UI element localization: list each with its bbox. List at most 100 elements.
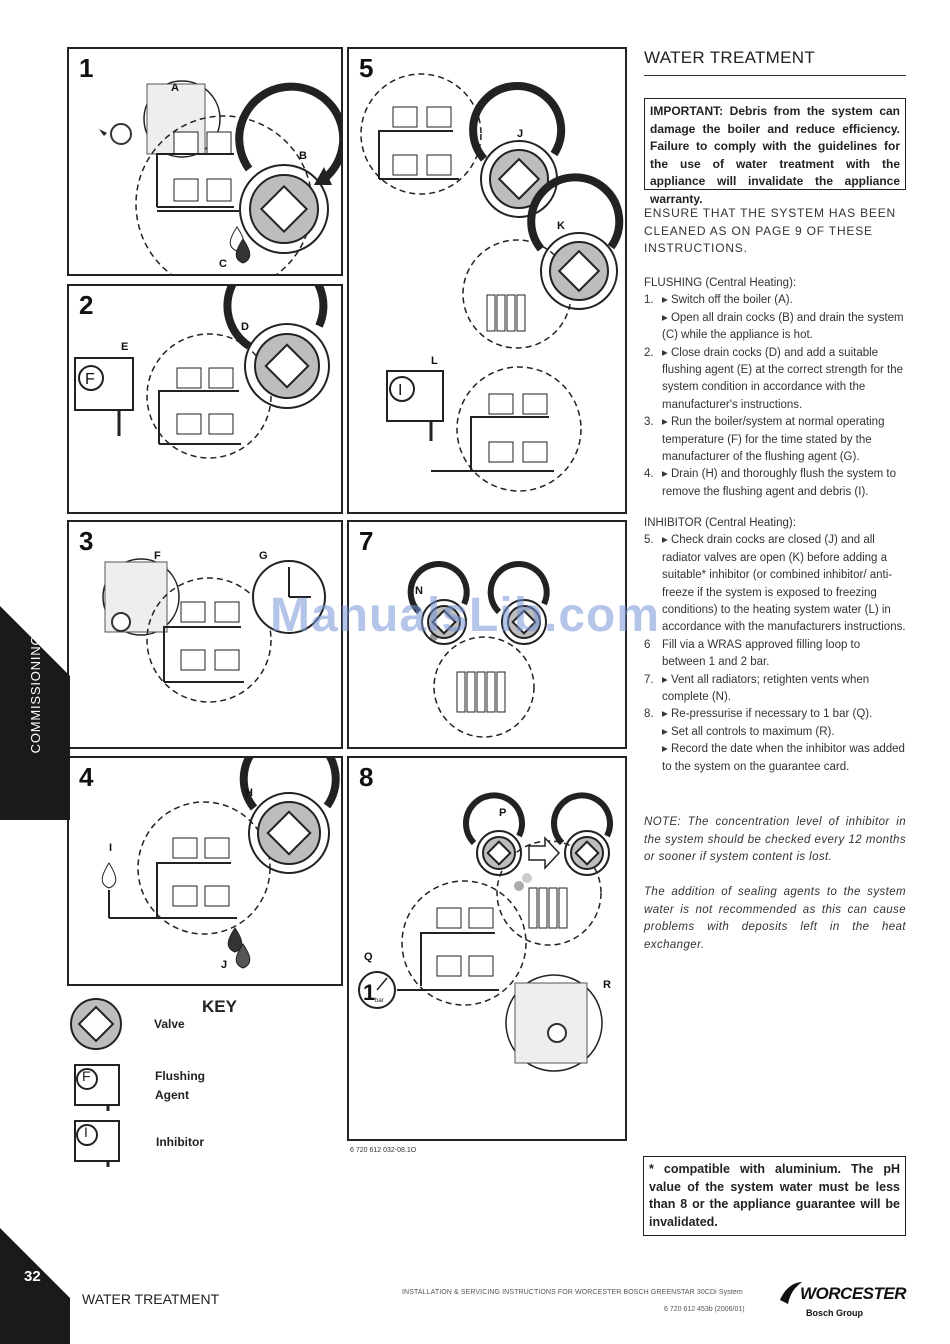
list-item: ▸ Record the date when the inhibitor was… [644,741,906,776]
sealing-agents-note: The addition of sealing agents to the sy… [644,886,906,951]
step-1-illustration: A B C [99,80,341,274]
step-7-illustration: N [407,561,550,738]
step-5-panel: 5 I J K L [347,47,627,514]
inhibitor-symbol: I [84,1124,88,1140]
label-k: K [557,220,565,232]
list-item: 1. ▸ Switch off the boiler (A). [644,292,906,309]
step-index: 5. [644,534,654,547]
step-number: 3 [79,526,94,556]
key-inhibitor-label: Inhibitor [156,1135,204,1149]
title-divider [644,75,906,76]
step-number: 5 [359,53,374,83]
flushing-steps: 1. ▸ Switch off the boiler (A). ▸ Open all… [644,292,906,501]
ensure-cleaned-note: ENSURE THAT THE SYSTEM HAS BEEN CLEANED … [644,206,896,256]
step-8-panel: 8 1 bar P Q R [347,756,627,1141]
label-n: N [415,585,423,597]
step-text: ▸ Close drain cocks (D) and add a suitab… [662,346,903,411]
key-flushing-label-line1: Flushing [155,1069,205,1083]
step-2-panel: 2 F E D [67,284,343,514]
key-title: KEY [202,997,237,1016]
list-item: 3.▸ Run the boiler/system at normal oper… [644,414,906,466]
step-3-illustration: F G [102,550,326,703]
step-7-panel: 7 N [347,520,627,749]
bosch-group-label: Bosch Group [806,1308,864,1318]
footer-instructions: INSTALLATION & SERVICING INSTRUCTIONS FO… [402,1289,743,1296]
label-q: Q [364,951,373,963]
page-number-tab [0,1228,70,1344]
flushing-agent-icon [74,1064,120,1111]
footer-document-code: 6 720 612 453b (2006/01) [664,1306,745,1313]
step-3-panel: 3 F G [67,520,343,749]
step-1-panel: 1 A B C [67,47,343,276]
flushing-heading: FLUSHING (Central Heating): [644,277,797,289]
step-number: 7 [359,526,374,556]
step-number: 2 [79,290,94,320]
step-index [644,741,662,776]
label-p: P [499,807,506,819]
label-h: H [245,787,253,799]
list-item: ▸ Open all drain cocks (B) and drain the… [644,310,906,345]
list-item: 2. ▸ Close drain cocks (D) and add a suit… [644,345,906,415]
label-c: C [219,258,227,270]
list-item: 5. ▸ Check drain cocks are closed (J) and… [644,532,906,636]
step-text: ▸ Set all controls to maximum (R). [662,725,835,738]
step-text: ▸ Record the date when the inhibitor was… [662,743,905,773]
step-text: Fill via a WRAS approved filling loop to… [662,638,861,669]
label-b: B [299,150,307,162]
important-notice: IMPORTANT: Debris from the system can da… [644,98,906,206]
label-a: A [171,82,179,94]
valve-icon [70,998,122,1050]
worcester-logo: WORCESTER [800,1284,907,1303]
label-f: F [154,550,161,562]
list-item: 4. ▸ Drain (H) and thoroughly flush the s… [644,466,906,501]
step-4-panel: 4 H I J [67,756,343,986]
step-text: ▸ Vent all radiators; retighten vents wh… [662,673,870,704]
key-flushing-label-line2: Agent [155,1088,189,1102]
step-text: ▸ Switch off the boiler (A). [662,294,793,307]
step-index: 8. [644,708,654,721]
page-number: 32 [24,1268,41,1285]
worcester-logo-swoosh [780,1282,802,1304]
watermark: ManualsLib.com [270,589,661,642]
step-index: 3. [644,416,654,429]
pressure-gauge-value: 1 [363,980,375,1005]
list-item: 7. ▸ Vent all radiators; retighten vents … [644,672,906,707]
pressure-gauge-unit: bar [375,998,384,1004]
flushing-section: FLUSHING (Central Heating): 1. ▸ Switch o… [644,275,906,501]
inhibitor-heading: INHIBITOR (Central Heating): [644,517,796,529]
label-j: J [517,128,523,140]
list-item: 8. ▸ Re-pressurise if necessary to 1 bar … [644,706,906,723]
step-index: 6 [644,638,651,651]
step-index: 7. [644,673,654,686]
step-5-illustration: I J K L [360,73,624,492]
step-text: ▸ Check drain cocks are closed (J) and a… [662,534,906,634]
step-number: 1 [79,53,94,83]
aluminium-footnote: * compatible with aluminium. The pH valu… [643,1156,906,1236]
step-4-illustration: H I J [101,758,340,971]
list-item: ▸ Set all controls to maximum (R). [644,724,906,741]
label-e: E [121,341,128,353]
step-index [644,724,662,741]
section-side-tab [0,606,70,820]
step-number: 8 [359,762,374,792]
label-l: L [431,355,438,367]
step-index: 2. [644,346,654,359]
flushing-agent-symbol: F [85,371,95,388]
step-index: 1. [644,294,654,307]
step-index [644,310,662,345]
step-number: 4 [79,762,94,792]
step-index: 4. [644,468,654,481]
figure-code: 6 720 612 032-08.1O [350,1147,417,1154]
step-text: ▸ Re-pressurise if necessary to 1 bar (Q… [662,708,873,721]
key-valve-label: Valve [154,1017,185,1031]
label-d: D [241,321,249,333]
footer-title: WATER TREATMENT [82,1291,220,1307]
step-text: ▸ Drain (H) and thoroughly flush the sys… [662,468,896,498]
inhibitor-concentration-note: NOTE: The concentration level of inhibit… [644,816,906,864]
label-r: R [603,979,611,991]
inhibitor-steps: 5. ▸ Check drain cocks are closed (J) and… [644,532,906,776]
step-8-illustration: 1 bar P Q R [358,792,613,1072]
label-g: G [259,550,268,562]
section-title: WATER TREATMENT [644,48,816,67]
side-tab-label: COMMISSIONING [28,634,43,754]
